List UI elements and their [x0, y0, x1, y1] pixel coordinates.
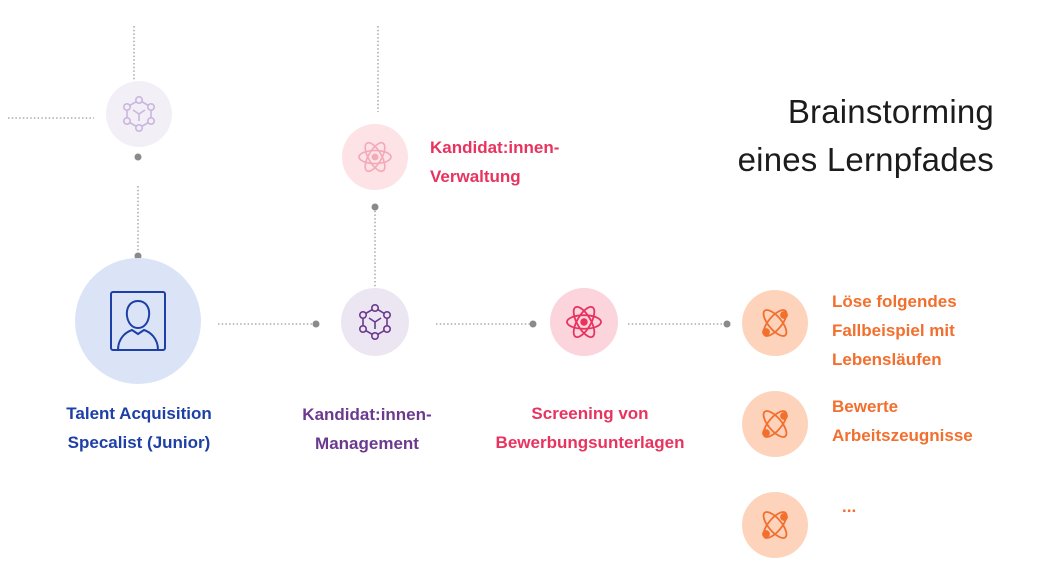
management-label: Kandidat:innen- Management — [302, 400, 431, 458]
connector-dot — [134, 153, 142, 161]
person-icon — [110, 291, 166, 351]
management-label-line-1: Kandidat:innen- — [302, 405, 432, 424]
task-1-line-3: Lebensläufen — [832, 350, 942, 369]
task-2-line-2: Arbeitszeugnisse — [832, 426, 973, 445]
node-management — [341, 288, 409, 356]
role-label-line-1: Talent Acquisition — [66, 404, 212, 423]
node-top-left — [106, 81, 172, 147]
title-line-1: Brainstorming — [787, 93, 994, 130]
task-1-line-1: Löse folgendes — [832, 292, 957, 311]
task-node-1 — [742, 290, 808, 356]
screening-label: Screening von Bewerbungsunterlagen — [496, 399, 685, 457]
atom-orbit-icon — [762, 410, 788, 438]
screening-label-line-1: Screening von — [531, 404, 649, 423]
connectors — [8, 26, 727, 325]
task-2-line-1: Bewerte — [832, 397, 899, 416]
verwaltung-label: Kandidat:innen- Verwaltung — [430, 133, 559, 191]
connector-dot — [529, 320, 537, 328]
hub-icon — [123, 95, 156, 133]
verwaltung-label-line-2: Verwaltung — [430, 167, 521, 186]
connector-dot — [134, 252, 142, 260]
atom-icon — [358, 141, 392, 173]
role-label-line-2: Specalist (Junior) — [67, 433, 211, 452]
page-title: Brainstorming eines Lernpfades — [738, 88, 994, 184]
verwaltung-label-line-1: Kandidat:innen- — [430, 138, 560, 157]
hub-icon — [359, 303, 392, 341]
task-label-2: Bewerte Arbeitszeugnisse — [832, 392, 973, 450]
connector-dots — [134, 153, 731, 328]
title-line-2: eines Lernpfades — [737, 141, 994, 178]
atom-orbit-icon — [762, 511, 788, 539]
node-screening — [550, 288, 618, 356]
task-node-3 — [742, 492, 808, 558]
task-label-3: ... — [842, 492, 856, 521]
connector-dot — [371, 203, 379, 211]
task-1-line-2: Fallbeispiel mit — [832, 321, 955, 340]
atom-icon — [566, 305, 602, 339]
connector-dot — [723, 320, 731, 328]
node-role — [75, 258, 201, 384]
node-verwaltung — [342, 124, 408, 190]
task-node-2 — [742, 391, 808, 457]
task-label-1: Löse folgendes Fallbeispiel mit Lebenslä… — [832, 287, 957, 374]
task-3-line-1: ... — [842, 497, 857, 516]
connector-dot — [312, 320, 320, 328]
screening-label-line-2: Bewerbungsunterlagen — [495, 433, 685, 452]
role-label: Talent Acquisition Specalist (Junior) — [66, 399, 211, 457]
management-label-line-2: Management — [315, 434, 419, 453]
atom-orbit-icon — [762, 309, 788, 337]
